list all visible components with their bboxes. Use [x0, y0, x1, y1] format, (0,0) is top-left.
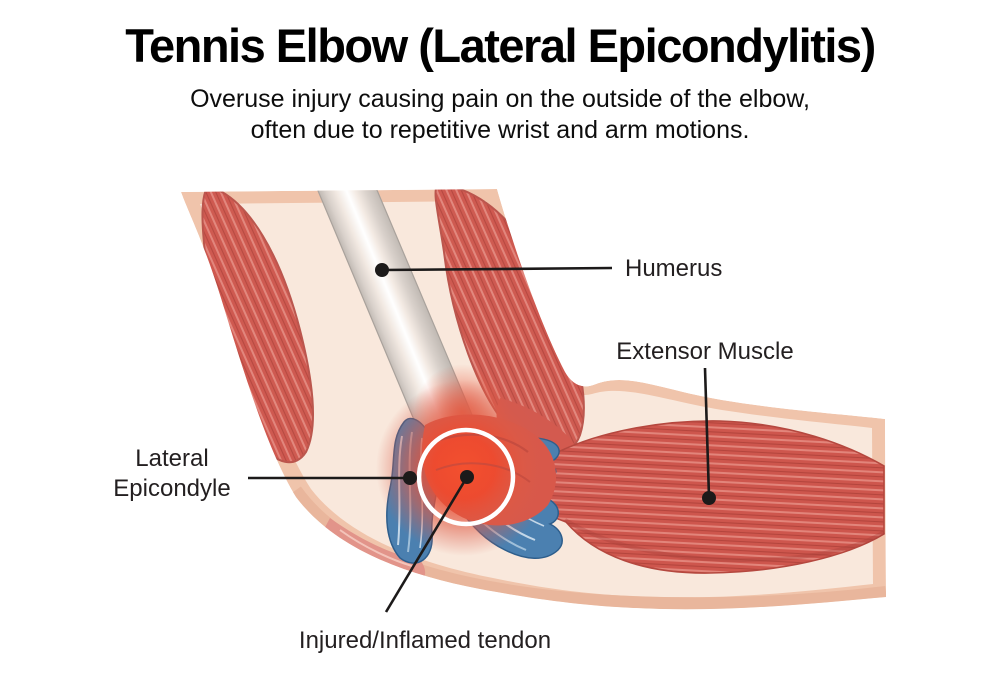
page-subtitle: Overuse injury causing pain on the outsi…	[0, 84, 1000, 146]
leader-line-injured-tendon	[384, 476, 469, 613]
leader-dot-injured-tendon	[460, 470, 474, 484]
olecranon-highlight	[339, 529, 413, 567]
leader-lines	[248, 266, 711, 613]
label-humerus: Humerus	[625, 255, 723, 282]
leader-dot-humerus	[375, 263, 389, 277]
subtitle-line-2: often due to repetitive wrist and arm mo…	[250, 116, 750, 144]
leader-dot-lateral-epicondyle	[403, 471, 417, 485]
extensor-muscle-shape	[466, 420, 885, 574]
page-title: Tennis Elbow (Lateral Epicondylitis)	[125, 19, 876, 72]
leader-line-extensor	[703, 367, 711, 498]
inflammation-glow	[376, 380, 552, 556]
subtitle-line-1: Overuse injury causing pain on the outsi…	[190, 85, 810, 113]
leader-dot-extensor	[702, 491, 716, 505]
label-injured-tendon: Injured/Inflamed tendon	[298, 627, 552, 654]
highlight-circle	[416, 427, 516, 527]
inflamed-fiber-2	[435, 462, 531, 483]
extensor-muscle-shading	[563, 518, 886, 562]
leader-line-humerus	[381, 266, 613, 272]
label-lateral-epicondyle: Lateral Epicondyle	[113, 445, 231, 502]
arm-body	[181, 189, 886, 610]
label-extensor-muscle: Extensor Muscle	[616, 338, 794, 365]
leader-dots	[375, 263, 716, 505]
